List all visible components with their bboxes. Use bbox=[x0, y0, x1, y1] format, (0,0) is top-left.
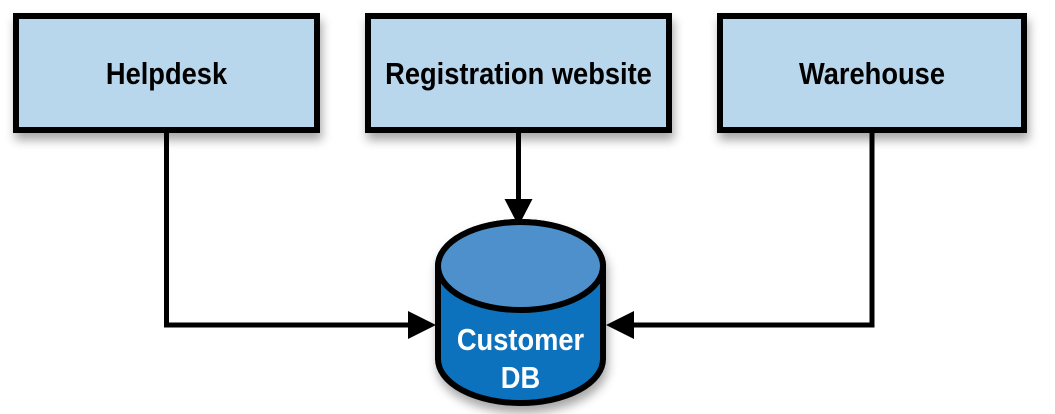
arrowhead-down-icon bbox=[504, 199, 533, 226]
edge-line bbox=[632, 133, 875, 328]
node-label: Registration website bbox=[385, 57, 652, 91]
node-warehouse: Warehouse bbox=[717, 13, 1027, 133]
edge-registration-website-to-customer-db bbox=[504, 133, 533, 226]
node-helpdesk: Helpdesk bbox=[13, 13, 320, 133]
edge-line bbox=[164, 133, 410, 328]
edge-helpdesk-to-customer-db bbox=[164, 133, 436, 339]
arrowhead-right-icon bbox=[408, 311, 436, 339]
node-label: Helpdesk bbox=[106, 57, 228, 91]
node-box bbox=[717, 13, 1027, 133]
node-label: Warehouse bbox=[799, 57, 945, 91]
node-box bbox=[365, 13, 672, 133]
node-registration-website: Registration website bbox=[365, 13, 672, 133]
database-label-line2: DB bbox=[501, 361, 540, 395]
arrowhead-left-icon bbox=[606, 311, 634, 339]
database-cylinder-top bbox=[435, 219, 606, 313]
edge-warehouse-to-customer-db bbox=[606, 133, 875, 339]
node-customer-db: Customer DB bbox=[435, 219, 606, 406]
node-box bbox=[13, 13, 320, 133]
database-label-line1: Customer bbox=[457, 323, 584, 357]
